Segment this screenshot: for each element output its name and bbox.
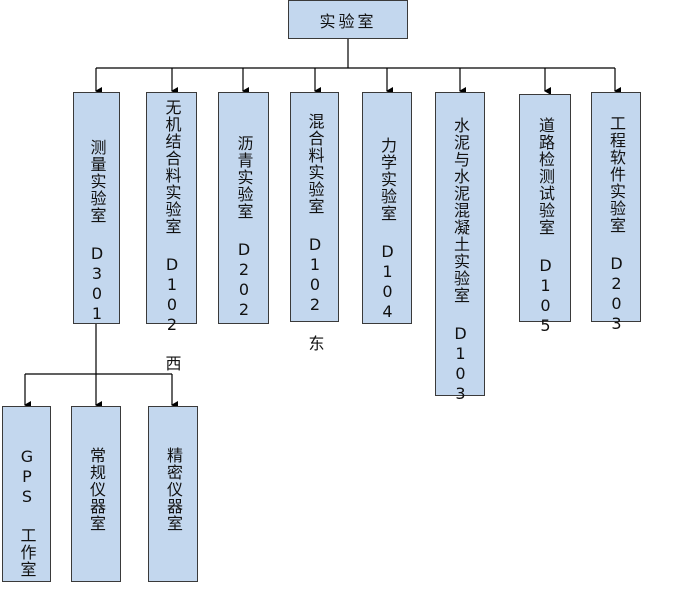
root-label: 实验室 [319,11,377,31]
subroom-label: 常规仪器室 [87,447,106,532]
lab-label: 工程软件实验室 D203 [607,115,626,334]
lab-label: 力学实验室 D104 [378,137,397,322]
lab-label: 测量实验室 D301 [87,139,107,324]
lab-node-asphalt: 沥青实验室 D202 [218,92,269,324]
lab-node-engineering-software: 工程软件实验室 D203 [591,92,641,334]
lab-node-road-testing: 道路检测试验室 D105 [519,94,571,336]
lab-node-inorganic-binder: 无机结合料实验室 D102 西 [146,92,197,372]
subroom-label: GPS 工作室 [17,447,37,578]
lab-label: 沥青实验室 D202 [234,135,254,320]
lab-label: 水泥与水泥混凝土实验室 D103 [451,117,470,404]
lab-label: 道路检测试验室 D105 [536,117,555,336]
subroom-node-gps: GPS 工作室 [2,406,51,582]
lab-label: 无机结合料实验室 D102 西 [162,99,182,372]
lab-node-cement-concrete: 水泥与水泥混凝土实验室 D103 [435,92,485,404]
lab-node-surveying: 测量实验室 D301 [73,92,120,324]
lab-node-mechanics: 力学实验室 D104 [362,92,412,324]
subroom-node-regular-instruments: 常规仪器室 [71,406,121,582]
lab-label: 混合料实验室 D102 东 [305,113,325,352]
subroom-node-precision-instruments: 精密仪器室 [148,406,198,582]
subroom-label: 精密仪器室 [164,447,183,532]
root-node: 实验室 [288,0,408,39]
lab-node-mixture: 混合料实验室 D102 东 [290,92,339,352]
